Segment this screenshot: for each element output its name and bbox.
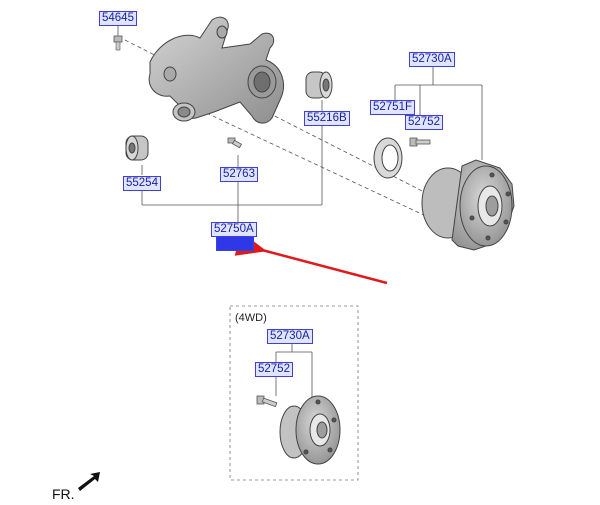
- inset-bracket-lines: [275, 343, 313, 400]
- callout-52763[interactable]: 52763: [220, 167, 258, 182]
- front-direction-arrow-icon: [78, 472, 100, 491]
- bolt-54645: [113, 35, 123, 51]
- front-direction-label: FR.: [52, 486, 75, 502]
- callout-bracket-lines: [117, 25, 483, 222]
- bolt-52752: [409, 137, 431, 147]
- bush-55216b: [305, 71, 333, 99]
- dust-cover-52751f: [373, 137, 403, 179]
- callout-55254[interactable]: 55254: [123, 176, 161, 191]
- inset-4wd-frame: [229, 305, 359, 481]
- bush-55254: [125, 135, 149, 161]
- knuckle-part: [148, 16, 284, 124]
- inset-callout-52730a[interactable]: 52730A: [267, 329, 313, 344]
- callout-52760-highlighted[interactable]: 52760: [216, 236, 254, 251]
- inset-callout-52752[interactable]: 52752: [255, 362, 293, 377]
- callout-52751f[interactable]: 52751F: [370, 100, 416, 115]
- callout-54645[interactable]: 54645: [99, 11, 137, 26]
- inset-4wd-title: (4WD): [235, 312, 267, 324]
- callout-52730a[interactable]: 52730A: [409, 52, 455, 67]
- inset-hub-52730a: [279, 395, 341, 465]
- callout-55216b[interactable]: 55216B: [304, 111, 350, 126]
- inset-bolt-52752: [256, 395, 278, 408]
- bolt-52763: [227, 137, 243, 149]
- highlight-pointer-arrow: [234, 231, 388, 285]
- callout-52752[interactable]: 52752: [405, 115, 443, 130]
- hub-bearing-52730a: [421, 159, 515, 251]
- callout-52750a[interactable]: 52750A: [211, 222, 257, 237]
